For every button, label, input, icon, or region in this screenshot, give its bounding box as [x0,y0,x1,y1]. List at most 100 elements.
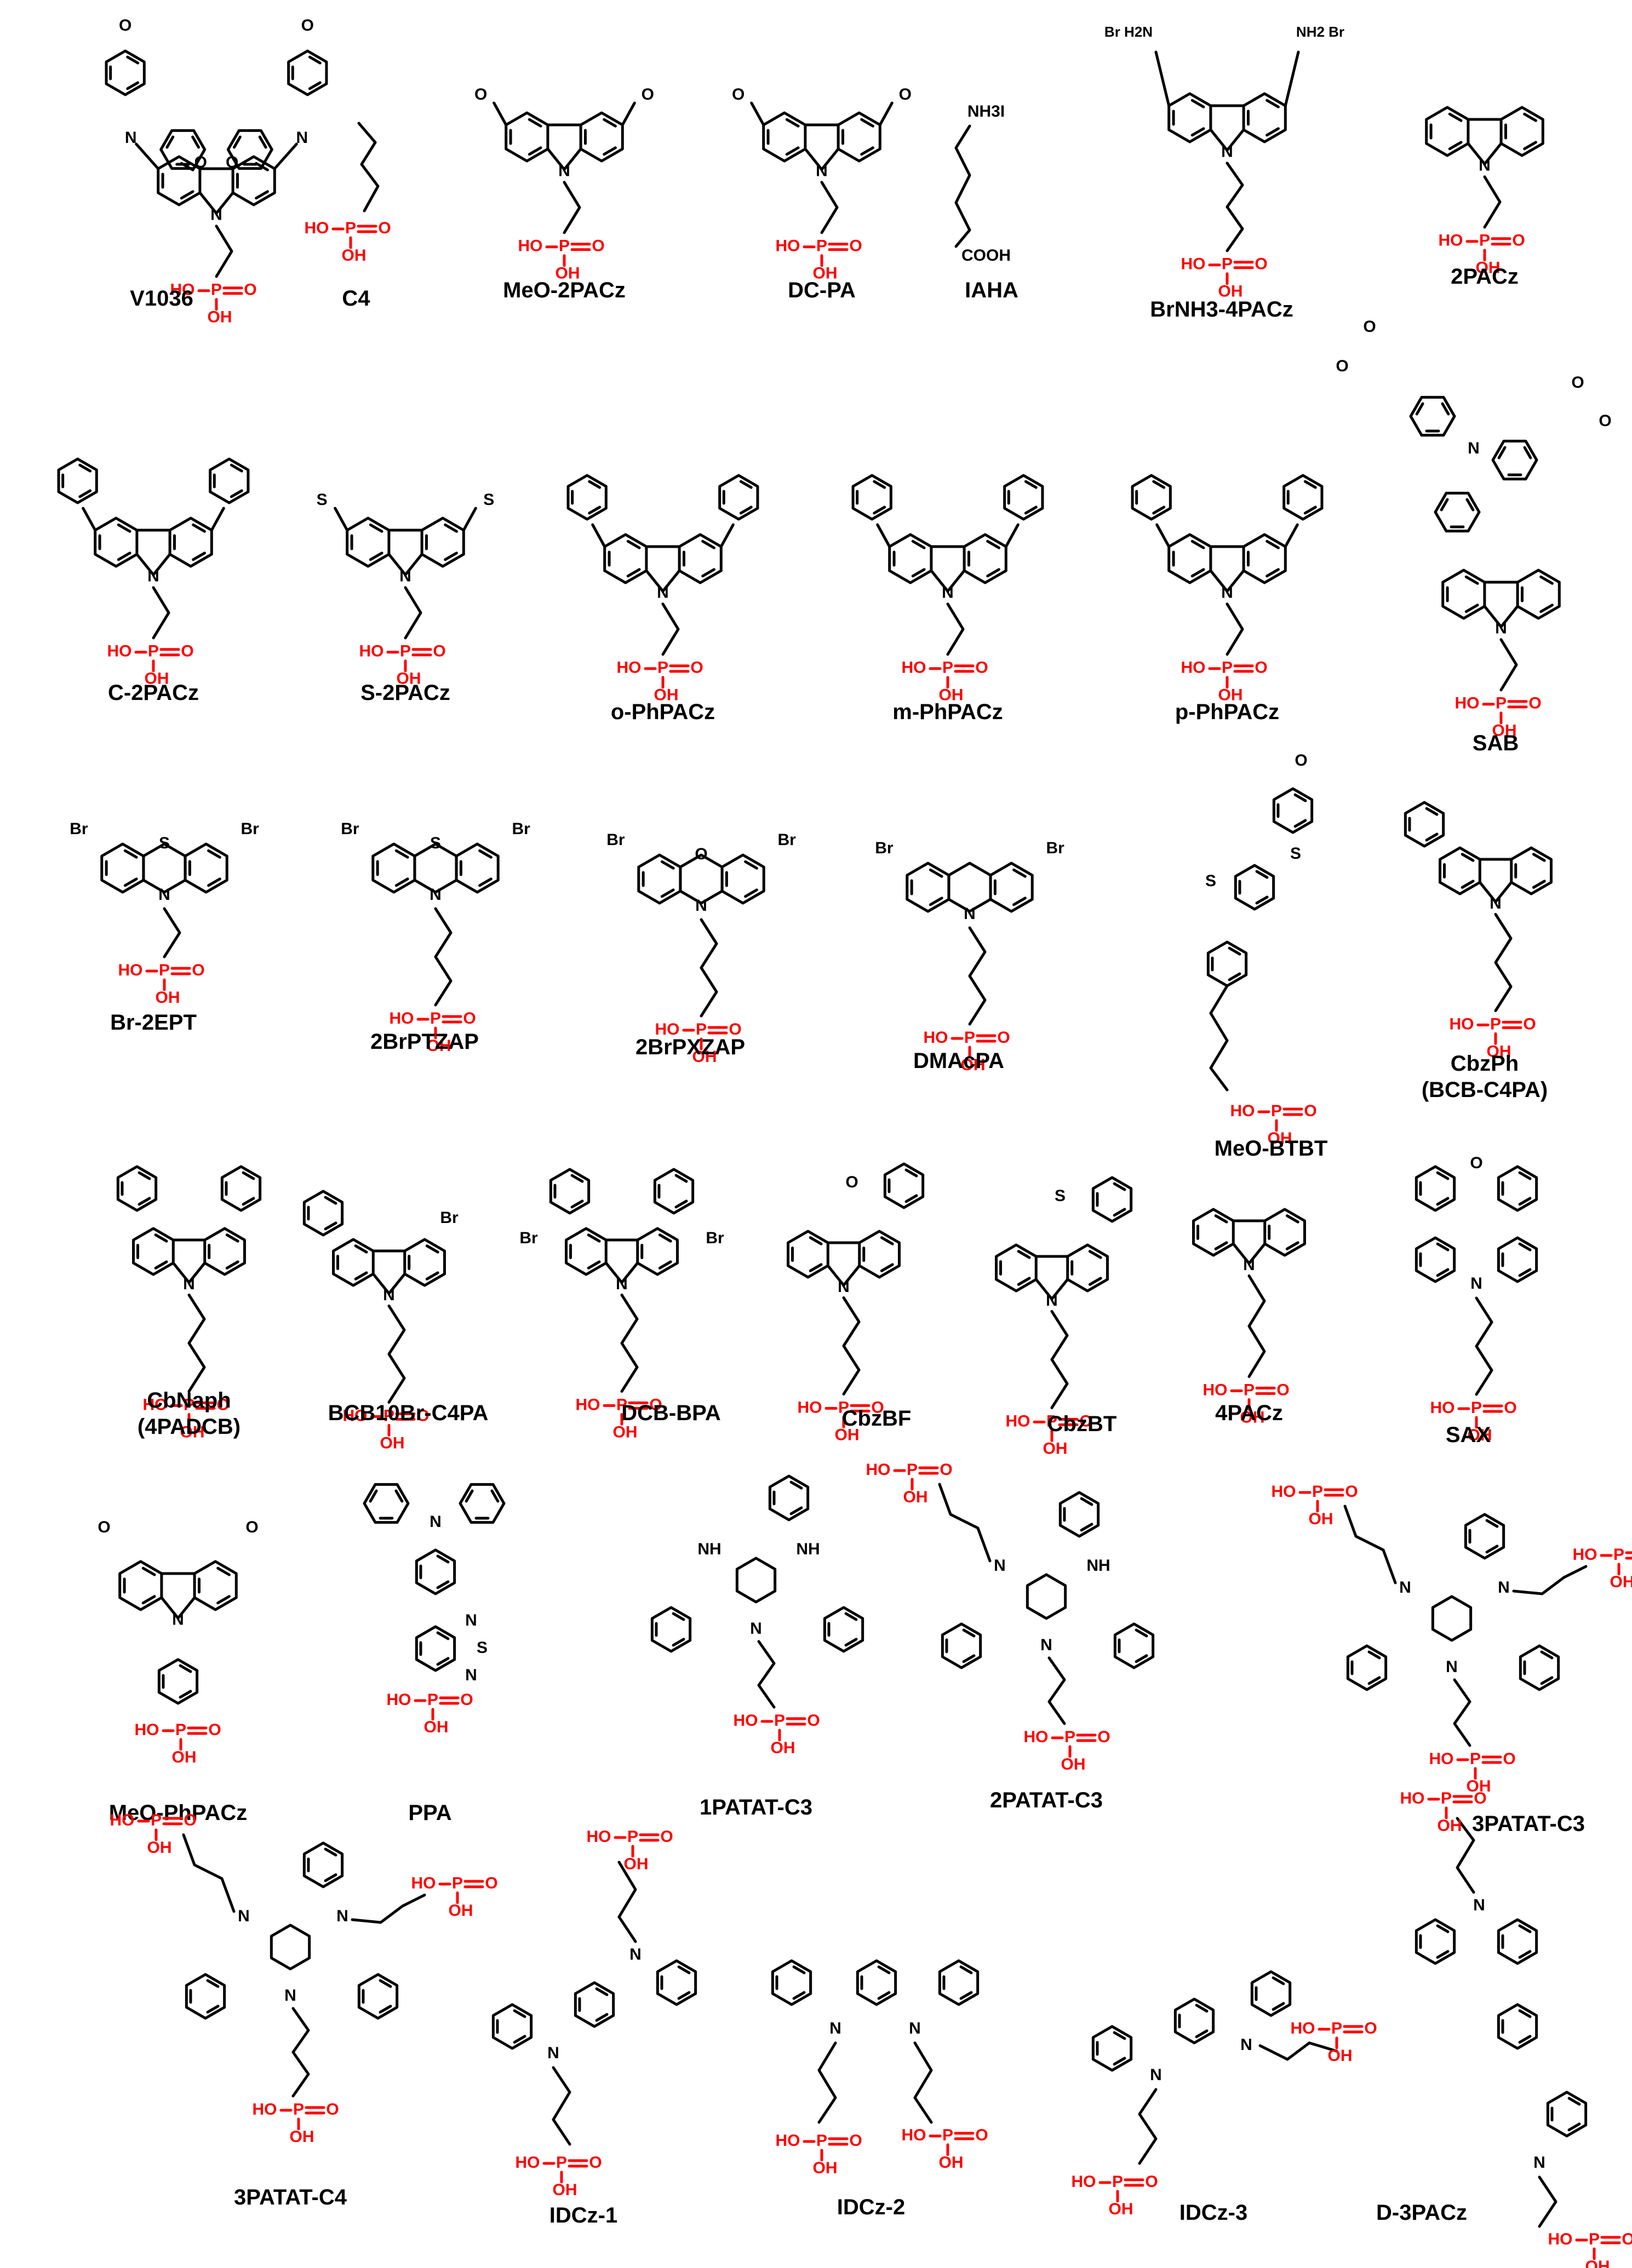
ring-bond [1242,92,1287,143]
double-bond [1464,575,1479,585]
compound-name: 2BrPXZAP [635,1035,745,1059]
atom-label: S [159,834,170,852]
atom-label: O [326,2100,339,2118]
double-bond [528,146,542,156]
compound-name: (BCB-C4PA) [1422,1078,1548,1102]
atom-label: OH [290,2128,314,2146]
atom-label: NH2 Br [1296,24,1344,40]
chain-bond [817,2041,837,2124]
atom-label: OH [172,1748,197,1766]
atom-label: OH [342,246,367,265]
double-bond [138,1171,151,1180]
double-bond [1285,1214,1299,1224]
chain-bond [1483,175,1502,229]
double-bond [1448,112,1463,122]
compound-name: IDCz-2 [837,2195,905,2219]
atom-label: OH [147,1839,172,1857]
atom-label: N [909,2019,921,2037]
double-bond [225,1260,239,1270]
double-bond [165,135,175,149]
double-bond [1540,1676,1554,1685]
chain-bond [1232,1242,1267,1265]
chain-bond [938,1483,992,1563]
double-bond [1539,604,1554,613]
ring-bond [455,842,500,894]
chain-bond [968,926,987,1026]
atom-label: N [1446,1658,1458,1676]
atom-label: O [119,16,131,35]
atom-label: HO [1573,1546,1597,1564]
ring-bond [851,474,892,521]
ring-bond [1091,2025,1133,2072]
double-bond [379,1979,392,1988]
double-bond [658,1233,672,1243]
double-bond [308,81,322,90]
atom-label: HO [655,1020,680,1038]
double-bond [191,135,201,149]
atom-label: P [430,1009,441,1027]
atom-label: O [184,1811,196,1829]
chain-bond [1475,1296,1493,1396]
double-bond [1012,868,1027,878]
chain-bond [182,1833,236,1913]
double-bond [1135,1654,1148,1663]
double-bond [207,849,221,859]
atom-label: S [430,834,441,852]
chain-bond [135,553,171,576]
atom-label: O [1255,255,1267,273]
atom-label: O [1571,374,1584,392]
atom-label: O [1503,1750,1515,1768]
atom-label: OH [1043,1439,1068,1457]
double-bond [308,55,322,65]
atom-label: HO [1203,1381,1228,1399]
atom-label: OH [427,1037,451,1055]
double-bond [1497,446,1507,460]
double-bond [1080,1523,1093,1532]
double-bond [1024,480,1038,489]
double-bond [1367,1676,1381,1685]
atom-label: O [1363,318,1376,336]
double-bond [1265,99,1280,108]
ring-bond [637,853,682,905]
chain-bond [620,1293,639,1393]
atom-label: O [1304,1102,1316,1120]
atom-label: N [465,1611,477,1629]
ring-bond [1499,106,1544,157]
compound-name: C4 [342,286,370,311]
atom-label: P [816,2132,827,2150]
atom-label: P [1490,1015,1501,1033]
double-bond [1461,880,1475,889]
atom-label: OH [1610,1573,1632,1591]
chain-bond [913,2041,933,2124]
double-bond [242,1171,255,1180]
ring-bond [1113,1622,1155,1669]
double-bond [225,1233,239,1243]
atom-label: N [172,1611,184,1629]
atom-label: HO [518,237,543,255]
chain-bond [135,142,160,170]
chain-bond [1247,1274,1266,1378]
atom-label: Br [706,1229,724,1247]
ring-bond [1282,474,1324,521]
atom-label: Br [875,839,894,857]
double-bond [478,849,493,859]
ring-bond [941,1622,982,1669]
atom-label: N [296,129,308,147]
atom-label: P [293,2100,304,2118]
double-bond [959,1991,973,2000]
double-bond [674,1199,688,1209]
compound-name: CbNaph [147,1388,231,1413]
double-bond [1436,1950,1450,1959]
atom-label: O [474,85,487,104]
ring-bond [57,457,98,504]
